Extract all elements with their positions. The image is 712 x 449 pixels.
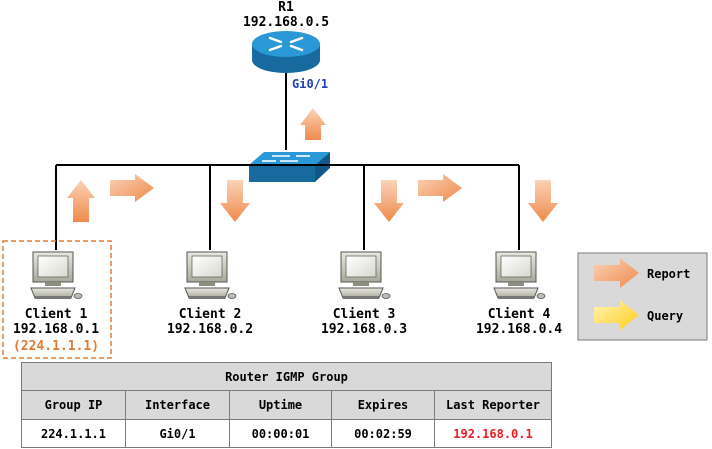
report-arrow-right-1 — [110, 174, 154, 202]
col-header-group-ip: Group IP — [21, 390, 126, 420]
router-ip: 192.168.0.5 — [243, 15, 329, 30]
client-1-pc-icon[interactable] — [30, 251, 83, 299]
cell-interface: Gi0/1 — [125, 419, 230, 448]
client-2-pc-icon[interactable] — [184, 251, 237, 299]
igmp-group-table: Router IGMP Group Group IP Interface Upt… — [21, 362, 552, 448]
legend: Report Query — [577, 252, 708, 341]
cell-expires: 00:02:59 — [331, 419, 435, 448]
router-name: R1 — [278, 0, 294, 15]
client-2-ip: 192.168.0.2 — [167, 322, 253, 337]
client-1-group: (224.1.1.1) — [13, 339, 99, 354]
client-4-ip: 192.168.0.4 — [476, 322, 562, 337]
legend-query-label: Query — [647, 309, 683, 323]
client-3-pc-icon[interactable] — [338, 251, 391, 299]
client-1-name: Client 1 — [25, 307, 88, 322]
report-arrow-down-client-2 — [220, 180, 250, 222]
client-4-name: Client 4 — [488, 307, 551, 322]
client-1-ip: 192.168.0.1 — [13, 322, 99, 337]
client-3-name: Client 3 — [333, 307, 396, 322]
report-arrow-up-client-1 — [67, 180, 95, 222]
table-title: Router IGMP Group — [21, 362, 552, 391]
report-arrow-down-client-3 — [374, 180, 404, 222]
col-header-expires: Expires — [331, 390, 435, 420]
client-3-ip: 192.168.0.3 — [321, 322, 407, 337]
cell-group-ip: 224.1.1.1 — [21, 419, 126, 448]
legend-report-label: Report — [647, 267, 690, 281]
report-arrow-to-router — [300, 108, 326, 140]
table-row: 224.1.1.1 Gi0/1 00:00:01 00:02:59 192.16… — [21, 419, 552, 448]
cell-last-reporter: 192.168.0.1 — [434, 419, 552, 448]
report-arrow-right-2 — [418, 174, 462, 202]
report-arrow-down-client-4 — [528, 180, 558, 222]
client-4-pc-icon[interactable] — [493, 251, 546, 299]
switch-icon[interactable] — [249, 152, 330, 182]
legend-query-arrow — [594, 300, 639, 330]
col-header-interface: Interface — [125, 390, 230, 420]
legend-report-arrow — [594, 258, 639, 288]
cell-uptime: 00:00:01 — [229, 419, 332, 448]
col-header-uptime: Uptime — [229, 390, 332, 420]
col-header-last-reporter: Last Reporter — [434, 390, 552, 420]
router-interface-label: Gi0/1 — [292, 77, 328, 91]
client-2-name: Client 2 — [179, 307, 242, 322]
router-icon[interactable] — [252, 31, 320, 73]
